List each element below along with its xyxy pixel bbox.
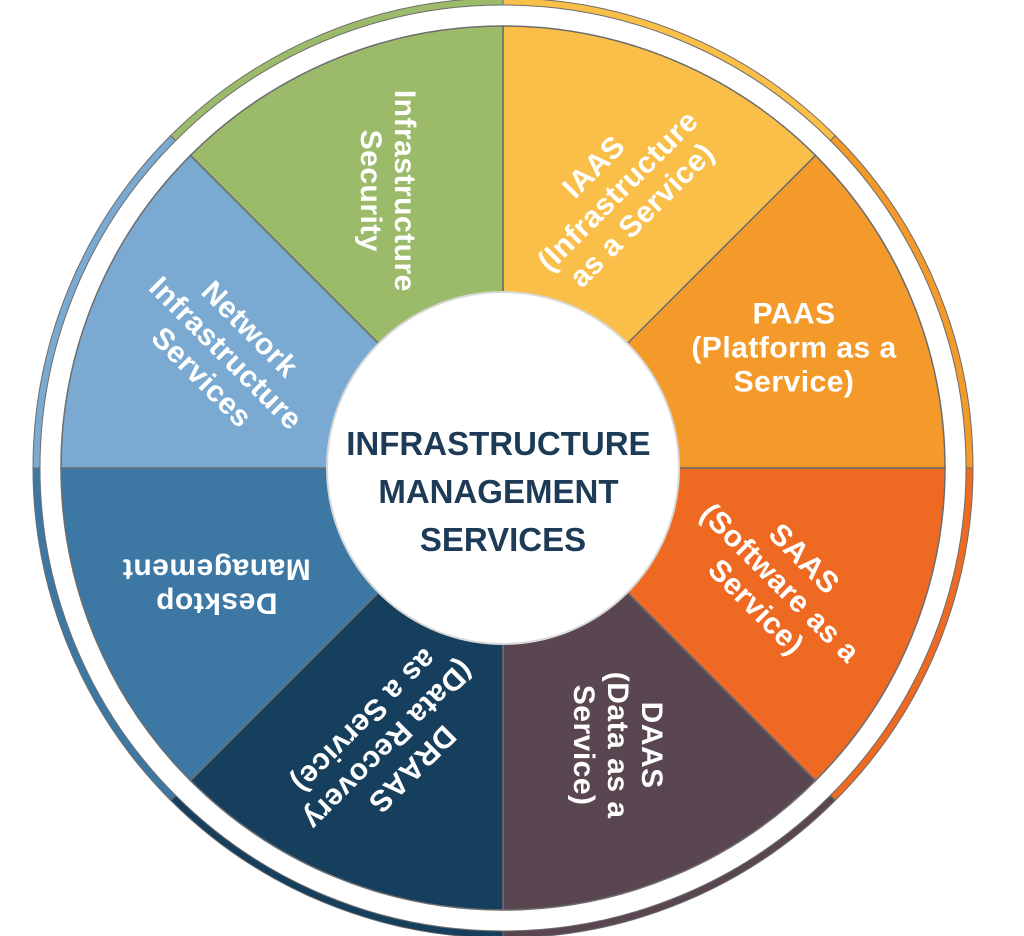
- center-title-line-2: MANAGEMENT: [378, 473, 618, 510]
- label-line: Service): [567, 685, 600, 806]
- label-line: DAAS: [635, 702, 668, 789]
- label-line: Management: [122, 553, 310, 586]
- outer-ring-infrastructure-security: [169, 0, 504, 142]
- center-title-line-3: SERVICES: [420, 521, 586, 558]
- center-circle: [326, 291, 680, 645]
- label-line: Infrastructure: [388, 90, 421, 292]
- label-line: Security: [354, 130, 387, 252]
- label-desktop-management: DesktopManagement: [122, 553, 310, 620]
- outer-ring-daas: [502, 794, 837, 936]
- label-infrastructure-security: InfrastructureSecurity: [354, 90, 421, 292]
- label-line: Desktop: [156, 587, 278, 620]
- label-line: (Data as a: [601, 672, 634, 819]
- label-daas: DAAS(Data as aService): [567, 672, 668, 819]
- label-line: Service): [734, 365, 855, 398]
- label-line: PAAS: [752, 297, 835, 330]
- center-title-line-1: INFRASTRUCTURE: [346, 425, 650, 462]
- center-title: INFRASTRUCTURE MANAGEMENT SERVICES: [346, 425, 660, 558]
- label-line: (Platform as a: [691, 331, 896, 364]
